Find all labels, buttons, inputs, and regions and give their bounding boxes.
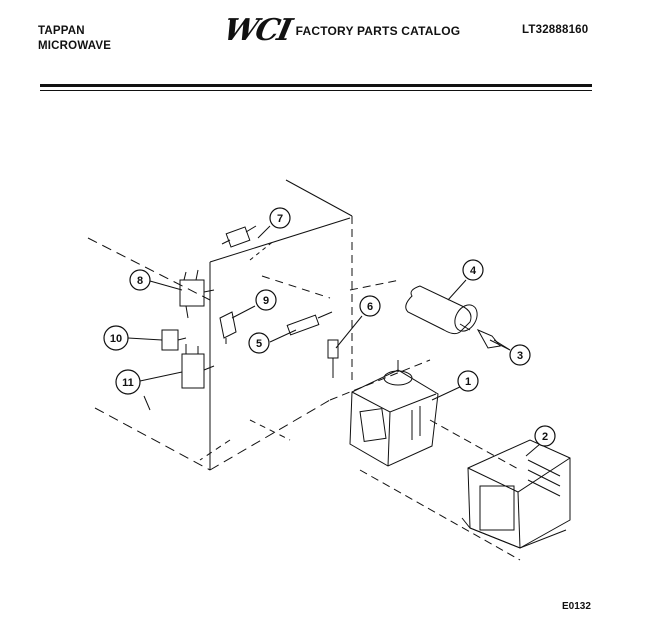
callout-8: 8	[129, 269, 151, 291]
brand-line-2: MICROWAVE	[38, 40, 112, 52]
leader-line	[139, 371, 183, 382]
part-1-magnetron	[349, 360, 439, 467]
frame-line	[249, 239, 276, 261]
callout-10: 10	[103, 325, 129, 351]
leader-line	[149, 280, 183, 291]
part-2-transformer	[461, 439, 571, 549]
svg-text:6: 6	[367, 301, 373, 313]
frame-line	[209, 217, 351, 263]
frame-line	[285, 179, 353, 217]
callout-9: 9	[255, 289, 277, 311]
brand-line-1: TAPPAN	[38, 25, 85, 37]
svg-text:11: 11	[122, 377, 134, 389]
frame-line	[87, 237, 211, 301]
leader-line	[447, 279, 467, 301]
leader-line	[525, 443, 541, 457]
svg-text:1: 1	[465, 376, 471, 388]
callout-3: 3	[509, 344, 531, 366]
svg-text:5: 5	[256, 338, 262, 350]
diagram-code: E0132	[562, 601, 591, 612]
callout-5: 5	[248, 332, 270, 354]
svg-text:8: 8	[137, 275, 143, 287]
leader-line	[493, 339, 511, 351]
svg-text:10: 10	[110, 333, 122, 345]
leader-line	[231, 305, 256, 319]
header-rule-thin	[40, 90, 592, 91]
part-5-fuse	[286, 311, 333, 336]
svg-text:9: 9	[263, 295, 269, 307]
part-11-switch-bracket	[143, 344, 215, 411]
callout-4: 4	[462, 259, 484, 281]
frame-line	[261, 275, 331, 299]
callout-11: 11	[115, 369, 141, 395]
leader-line	[127, 337, 163, 341]
part-4-capacitor	[405, 285, 478, 335]
frame-line	[199, 439, 231, 461]
header-rule-thick	[40, 84, 592, 87]
frame-line	[209, 399, 331, 471]
svg-text:4: 4	[470, 265, 477, 277]
frame-line	[359, 469, 521, 561]
svg-text:3: 3	[517, 350, 523, 362]
callout-1: 1	[457, 370, 479, 392]
part-8-interlock-switch	[179, 269, 215, 319]
callout-2: 2	[534, 425, 556, 447]
leader-line	[257, 225, 271, 239]
frame-line	[349, 279, 401, 291]
leader-line	[431, 385, 463, 401]
model-number: LT32888160	[522, 24, 589, 36]
frame-line	[429, 419, 521, 471]
catalog-header: WCI FACTORY PARTS CATALOG	[220, 13, 461, 48]
frame-line	[329, 359, 431, 401]
part-10-switch	[161, 329, 187, 351]
part-6-diode	[327, 339, 339, 378]
leader-line	[269, 329, 297, 343]
brand-block: TAPPAN MICROWAVE	[38, 24, 111, 54]
svg-text:2: 2	[542, 431, 548, 443]
catalog-title: FACTORY PARTS CATALOG	[295, 24, 461, 38]
svg-text:7: 7	[277, 213, 283, 225]
callout-7: 7	[269, 207, 291, 229]
part-9-fuse-holder	[219, 311, 237, 344]
leader-line	[335, 315, 363, 349]
frame-line	[249, 419, 291, 441]
callout-6: 6	[359, 295, 381, 317]
part-7-switch	[221, 225, 257, 248]
frame-line	[94, 407, 211, 471]
